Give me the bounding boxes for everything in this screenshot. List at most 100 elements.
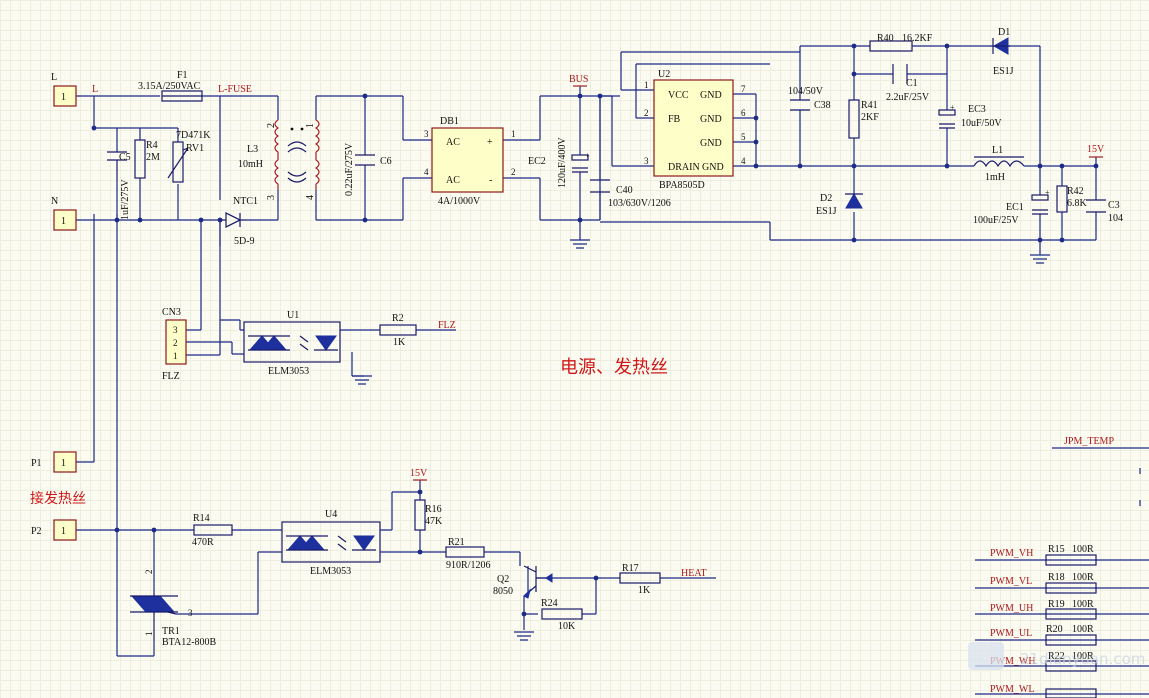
- connector-CN3[interactable]: 3 2 1 CN3 FLZ: [162, 307, 187, 382]
- resistor-R21[interactable]: R21 910R/1206: [445, 537, 490, 571]
- c6-ref: C6: [380, 156, 392, 167]
- resistor-R24[interactable]: R24 10K: [541, 598, 583, 632]
- r21-value: 910R/1206: [446, 560, 490, 571]
- connector-P1-ref: P1: [31, 458, 42, 469]
- junctions: [91, 43, 1099, 617]
- watermark-logo: 21dianyuan.com: [968, 642, 1145, 670]
- ec3-ref: EC3: [968, 104, 986, 115]
- pwm-row-3[interactable]: PWM_UL R20 100R: [990, 624, 1097, 646]
- db1-pin-2: 2: [511, 167, 516, 177]
- pwm-ref: R18: [1048, 572, 1065, 583]
- ground-bus: [570, 239, 590, 249]
- pwm-row-5[interactable]: PWM_WL: [990, 684, 1097, 698]
- net-HEAT-label: HEAT: [681, 568, 707, 579]
- net-L-label: L: [92, 84, 98, 95]
- optocoupler-U4[interactable]: U4 ELM3053: [281, 509, 392, 577]
- cn3-pin-3: 3: [173, 325, 178, 335]
- u2-pin-4: 4: [741, 156, 746, 166]
- r14-ref: R14: [193, 513, 210, 524]
- pwm-row-1[interactable]: PWM_VL R18 100R: [990, 572, 1097, 594]
- connector-P2[interactable]: 1 P2: [31, 519, 77, 541]
- tr1-ref: TR1: [162, 626, 180, 637]
- connector-N-ref: N: [51, 196, 58, 207]
- capacitor-EC3[interactable]: + EC3 10uF/50V: [938, 103, 1002, 129]
- net-JPM_TEMP-label: JPM_TEMP: [1064, 436, 1114, 447]
- resistor-R40[interactable]: R40 16.2KF: [869, 33, 933, 52]
- c38-value: 104/50V: [788, 86, 824, 97]
- resistor-R16[interactable]: R16 47K: [414, 499, 443, 531]
- bridge-DB1[interactable]: AC AC + - 3 4 1 2 DB1 4A/1000V: [424, 116, 516, 207]
- pwm-ref: R19: [1048, 599, 1065, 610]
- c5-value: 1uF/275V: [120, 179, 131, 220]
- capacitor-EC1[interactable]: + EC1 100uF/25V: [973, 188, 1050, 226]
- r17-ref: R17: [622, 563, 639, 574]
- cn3-pin-2: 2: [173, 338, 178, 348]
- db1-ac1: AC: [446, 137, 460, 148]
- db1-pin-3: 3: [424, 129, 429, 139]
- ground-output: [1030, 254, 1050, 264]
- capacitor-C1[interactable]: C1 2.2uF/25V: [886, 64, 930, 103]
- ic-U2[interactable]: VCC FB DRAIN GND GND GND GND 1 2 3 7 6 5…: [644, 69, 746, 191]
- r16-value: 47K: [425, 516, 443, 527]
- db1-pin-1: 1: [511, 129, 516, 139]
- inductor-L1[interactable]: L1 1mH: [973, 145, 1025, 183]
- transistor-Q2[interactable]: Q2 8050: [493, 565, 553, 599]
- varistor-RV1[interactable]: 7D471K RV1: [167, 130, 211, 183]
- pwm-value: 100R: [1072, 651, 1094, 662]
- r42-value: 6.8K: [1067, 198, 1088, 209]
- cn3-name: FLZ: [162, 371, 180, 382]
- c40-value: 103/630V/1206: [608, 198, 671, 209]
- thermistor-NTC1[interactable]: NTC1 5D-9: [220, 196, 258, 247]
- capacitor-EC2[interactable]: + EC2 120uF/400V: [528, 137, 590, 188]
- capacitor-C5[interactable]: C5 1uF/275V: [107, 151, 131, 220]
- connector-L[interactable]: 1 L L: [51, 72, 98, 107]
- connector-N[interactable]: 1 N: [51, 196, 77, 231]
- r24-value: 10K: [558, 621, 576, 632]
- choke-L3[interactable]: 2 1 3 4 L3 10mH: [238, 119, 320, 200]
- capacitor-C38[interactable]: 104/50V C38: [788, 86, 831, 111]
- resistor-R14[interactable]: R14 470R: [192, 513, 233, 548]
- resistor-R2[interactable]: R2 1K: [379, 313, 417, 348]
- connector-P1-pin: 1: [61, 458, 66, 469]
- u2-gnd-3: GND: [700, 138, 722, 149]
- pwm-value: 100R: [1072, 544, 1094, 555]
- fuse-F1[interactable]: F1 3.15A/250VAC L-FUSE: [138, 70, 252, 102]
- db1-minus: -: [489, 175, 492, 186]
- capacitor-C3[interactable]: C3 104: [1086, 199, 1123, 224]
- d1-ref: D1: [998, 27, 1010, 38]
- u2-pin-2: 2: [644, 108, 649, 118]
- svg-text:+: +: [1045, 188, 1050, 197]
- triac-TR1[interactable]: 2 1 3 TR1 BTA12-800B: [130, 570, 217, 649]
- optocoupler-U1[interactable]: U1 ELM3053: [243, 310, 341, 377]
- l1-ref: L1: [992, 145, 1003, 156]
- r40-value: 16.2KF: [902, 33, 933, 44]
- pwm-net: PWM_VH: [990, 548, 1033, 559]
- connector-P1[interactable]: 1 P1: [31, 451, 77, 473]
- resistor-R41[interactable]: R41 2KF: [848, 99, 879, 139]
- section-title: 电源、发热丝: [560, 357, 668, 378]
- bus-net: BUS: [569, 74, 588, 87]
- ntc1-value: 5D-9: [234, 236, 255, 247]
- u1-value: ELM3053: [268, 366, 309, 377]
- resistor-R17[interactable]: R17 1K: [619, 563, 661, 596]
- pwm-row-4[interactable]: PWM_WH R22 100R: [990, 651, 1097, 672]
- resistor-R4[interactable]: R4 2M: [134, 139, 160, 179]
- pwm-row-0[interactable]: PWM_VH R15 100R: [990, 544, 1097, 566]
- net-BUS-label: BUS: [569, 74, 588, 85]
- u2-pin-6: 6: [741, 108, 746, 118]
- net-FLZ-label: FLZ: [438, 320, 456, 331]
- capacitor-C6[interactable]: C6 0.22uF/275V: [344, 142, 392, 196]
- diode-D1[interactable]: D1 ES1J: [990, 27, 1014, 77]
- ec1-ref: EC1: [1006, 202, 1024, 213]
- diode-D2[interactable]: D2 ES1J: [816, 192, 863, 217]
- u2-drain: DRAIN: [668, 162, 700, 173]
- net-15V-lower: 15V: [410, 468, 428, 481]
- c6-value: 0.22uF/275V: [344, 142, 355, 196]
- capacitor-C40[interactable]: C40 103/630V/1206: [590, 179, 671, 209]
- resistor-R42[interactable]: R42 6.8K: [1056, 185, 1088, 213]
- u4-ref: U4: [325, 509, 337, 520]
- pwm-row-2[interactable]: PWM_UH R19 100R: [990, 599, 1097, 620]
- net-L-FUSE-label: L-FUSE: [218, 84, 252, 95]
- connector-P2-ref: P2: [31, 526, 42, 537]
